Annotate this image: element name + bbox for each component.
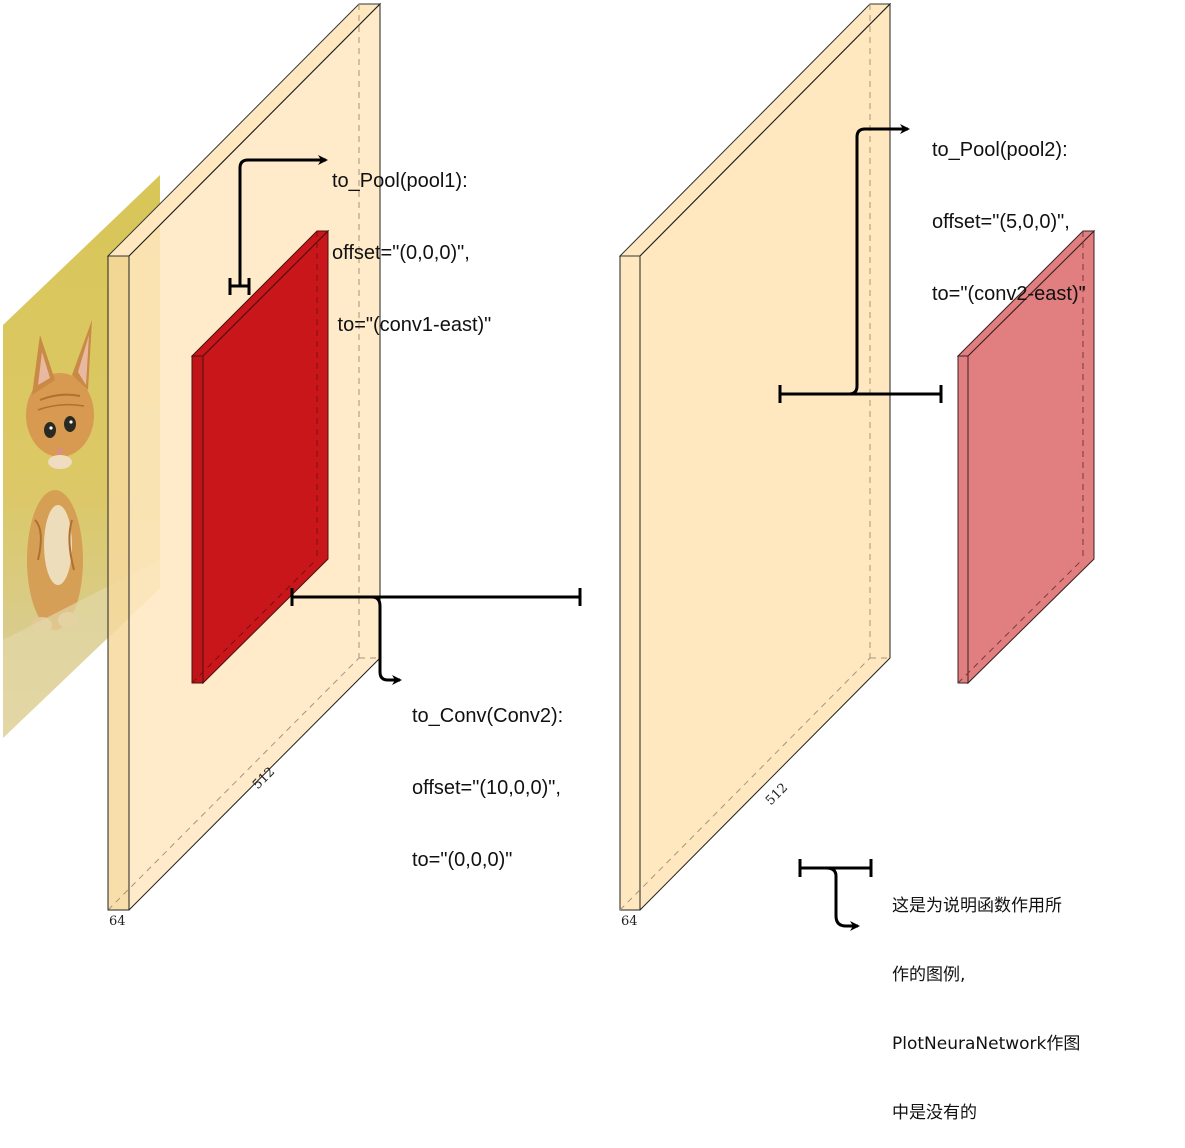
- pool2-offset-arrow: [778, 124, 943, 403]
- pool1-annotation-line2: offset="(0,0,0)",: [332, 242, 470, 264]
- conv2-annotation-line1: to_Conv(Conv2):: [412, 705, 564, 727]
- pool1-annotation: to_Pool(pool1): offset="(0,0,0)", to="(c…: [332, 121, 491, 361]
- pool1-offset-arrow: [228, 155, 328, 295]
- conv2-block: [618, 2, 892, 911]
- conv1-width-label: 64: [109, 914, 126, 929]
- pool1-block: [190, 229, 330, 685]
- conv2-annotation-line2: offset="(10,0,0)",: [412, 777, 561, 799]
- pool2-annotation: to_Pool(pool2): offset="(5,0,0)", to="(c…: [932, 90, 1086, 330]
- legend-note-line2: 作的图例,: [892, 965, 966, 985]
- conv2-annotation-line3: to="(0,0,0)": [412, 849, 513, 871]
- pool2-annotation-line3: to="(conv2-east)": [932, 283, 1086, 305]
- pool2-annotation-line2: offset="(5,0,0)",: [932, 211, 1070, 233]
- pool1-annotation-line3: to="(conv1-east)": [332, 314, 492, 336]
- conv2-offset-arrow: [290, 588, 582, 685]
- legend-symbol: [798, 859, 873, 931]
- conv2-width-label: 64: [621, 914, 638, 929]
- pool1-annotation-line1: to_Pool(pool1):: [332, 170, 468, 192]
- legend-note-line3: PlotNeuraNetwork作图: [892, 1034, 1081, 1054]
- diagram-canvas: [3, 2, 1096, 931]
- pool2-annotation-line1: to_Pool(pool2):: [932, 139, 1068, 161]
- pool2-block: [956, 229, 1096, 685]
- legend-note: 这是为说明函数作用所 作的图例, PlotNeuraNetwork作图 中是没有…: [892, 849, 1080, 1148]
- legend-note-line4: 中是没有的: [892, 1103, 977, 1123]
- legend-note-line1: 这是为说明函数作用所: [892, 896, 1062, 916]
- conv2-annotation: to_Conv(Conv2): offset="(10,0,0)", to="(…: [412, 656, 563, 896]
